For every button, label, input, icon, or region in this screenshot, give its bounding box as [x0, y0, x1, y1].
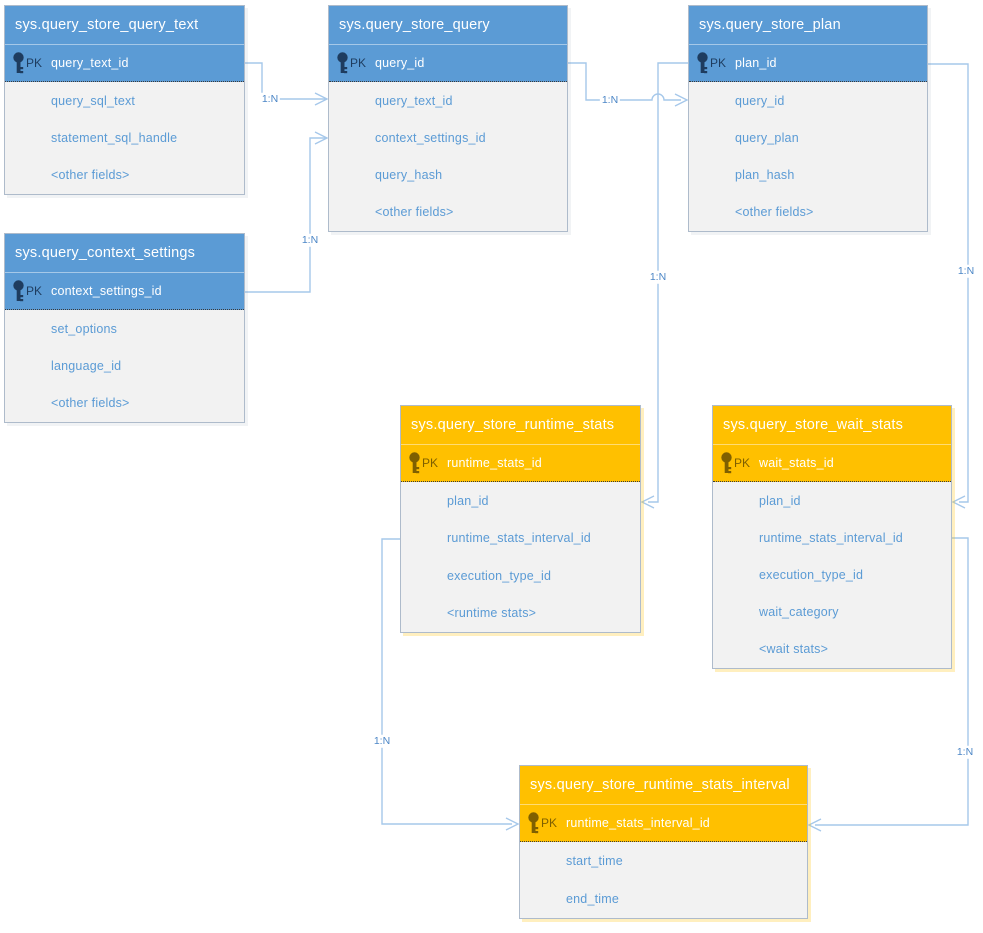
field-list: query_id query_plan plan_hash <other fie… — [689, 82, 927, 231]
connector-waitstats-to-interval — [815, 537, 969, 826]
field-row: plan_id — [759, 493, 801, 508]
pk-field-name: query_text_id — [51, 56, 129, 70]
entity-query-store-query-text[interactable]: sys.query_store_query_text PK query_text… — [4, 5, 245, 195]
key-icon — [408, 451, 421, 475]
arrowhead-icon — [807, 818, 822, 832]
pk-label: PK — [710, 56, 727, 70]
pk-label: PK — [734, 456, 751, 470]
cardinality-label: 1:N — [371, 734, 393, 748]
table-title: sys.query_store_runtime_stats_interval — [520, 766, 807, 804]
key-icon — [720, 451, 733, 475]
pk-label: PK — [541, 816, 558, 830]
arrowhead-icon — [674, 93, 689, 107]
field-row: query_hash — [375, 168, 443, 183]
field-row: start_time — [566, 854, 623, 868]
arrowhead-icon — [505, 817, 520, 831]
pk-row: PK plan_id — [689, 44, 927, 82]
table-title: sys.query_store_query — [329, 6, 567, 44]
connector-contextsettings-to-query — [245, 137, 326, 293]
key-icon — [12, 279, 25, 303]
pk-row: PK query_id — [329, 44, 567, 82]
table-title: sys.query_store_query_text — [5, 6, 244, 44]
pk-label: PK — [26, 284, 43, 298]
pk-field-name: runtime_stats_id — [447, 456, 542, 470]
field-row: query_sql_text — [51, 93, 136, 108]
field-list: query_text_id context_settings_id query_… — [329, 82, 567, 231]
key-icon — [12, 51, 25, 75]
arrowhead-icon — [951, 495, 966, 509]
pk-row: PK runtime_stats_interval_id — [520, 804, 807, 842]
field-list: start_time end_time — [520, 842, 807, 918]
pk-row: PK query_text_id — [5, 44, 244, 82]
field-row: query_text_id — [375, 93, 453, 108]
cardinality-label: 1:N — [259, 92, 281, 106]
field-row: plan_hash — [735, 168, 795, 183]
cardinality-label: 1:N — [299, 233, 321, 247]
field-list: query_sql_text statement_sql_handle <oth… — [5, 82, 244, 194]
cardinality-label: 1:N — [955, 264, 977, 278]
cardinality-label: 1:N — [954, 745, 976, 759]
field-list: set_options language_id <other fields> — [5, 310, 244, 422]
entity-query-context-settings[interactable]: sys.query_context_settings PK context_se… — [4, 233, 245, 423]
field-row: query_plan — [735, 130, 799, 145]
pk-label: PK — [26, 56, 43, 70]
connector-querytext-to-query — [245, 62, 326, 100]
field-row: query_id — [735, 93, 785, 108]
arrowhead-icon — [314, 131, 329, 145]
field-row: <other fields> — [51, 396, 130, 411]
field-row: <other fields> — [375, 205, 454, 220]
field-row: wait_category — [759, 605, 839, 620]
table-title: sys.query_store_wait_stats — [713, 406, 951, 444]
connector-plan-to-waitstats — [928, 63, 969, 503]
key-icon — [527, 811, 540, 835]
entity-query-store-plan[interactable]: sys.query_store_plan PK plan_id query_id… — [688, 5, 928, 232]
field-row: set_options — [51, 321, 118, 336]
pk-row: PK runtime_stats_id — [401, 444, 640, 482]
pk-field-name: wait_stats_id — [759, 456, 834, 470]
key-icon — [696, 51, 709, 75]
table-title: sys.query_store_runtime_stats — [401, 406, 640, 444]
field-row: runtime_stats_interval_id — [759, 530, 903, 545]
pk-field-name: plan_id — [735, 56, 777, 70]
connector-query-to-plan — [568, 62, 681, 101]
field-row: <wait stats> — [759, 642, 829, 657]
pk-label: PK — [350, 56, 367, 70]
field-list: plan_id runtime_stats_interval_id execut… — [401, 482, 640, 632]
cardinality-label: 1:N — [599, 93, 621, 107]
field-row: execution_type_id — [447, 568, 552, 583]
pk-row: PK context_settings_id — [5, 272, 244, 310]
entity-query-store-query[interactable]: sys.query_store_query PK query_id query_… — [328, 5, 568, 232]
arrowhead-icon — [640, 495, 655, 509]
pk-label: PK — [422, 456, 439, 470]
field-row: <other fields> — [51, 168, 130, 183]
field-row: runtime_stats_interval_id — [447, 531, 591, 546]
field-row: <other fields> — [735, 205, 814, 220]
connector-runtimestats-to-interval — [381, 538, 512, 825]
pk-field-name: runtime_stats_interval_id — [566, 816, 710, 830]
field-row: context_settings_id — [375, 130, 486, 145]
field-row: execution_type_id — [759, 568, 864, 582]
field-list: plan_id runtime_stats_interval_id execut… — [713, 482, 951, 668]
field-row: language_id — [51, 358, 122, 373]
key-icon — [336, 51, 349, 75]
field-row: end_time — [566, 892, 620, 906]
arrowhead-icon — [314, 92, 329, 106]
field-row: plan_id — [447, 493, 489, 508]
pk-field-name: query_id — [375, 56, 425, 70]
entity-query-store-runtime-stats[interactable]: sys.query_store_runtime_stats PK runtime… — [400, 405, 641, 633]
entity-query-store-wait-stats[interactable]: sys.query_store_wait_stats PK wait_stats… — [712, 405, 952, 669]
pk-field-name: context_settings_id — [51, 284, 162, 298]
field-row: <runtime stats> — [447, 606, 537, 621]
field-row: statement_sql_handle — [51, 130, 178, 145]
cardinality-label: 1:N — [647, 270, 669, 284]
table-title: sys.query_context_settings — [5, 234, 244, 272]
pk-row: PK wait_stats_id — [713, 444, 951, 482]
table-title: sys.query_store_plan — [689, 6, 927, 44]
entity-query-store-runtime-stats-interval[interactable]: sys.query_store_runtime_stats_interval P… — [519, 765, 808, 919]
